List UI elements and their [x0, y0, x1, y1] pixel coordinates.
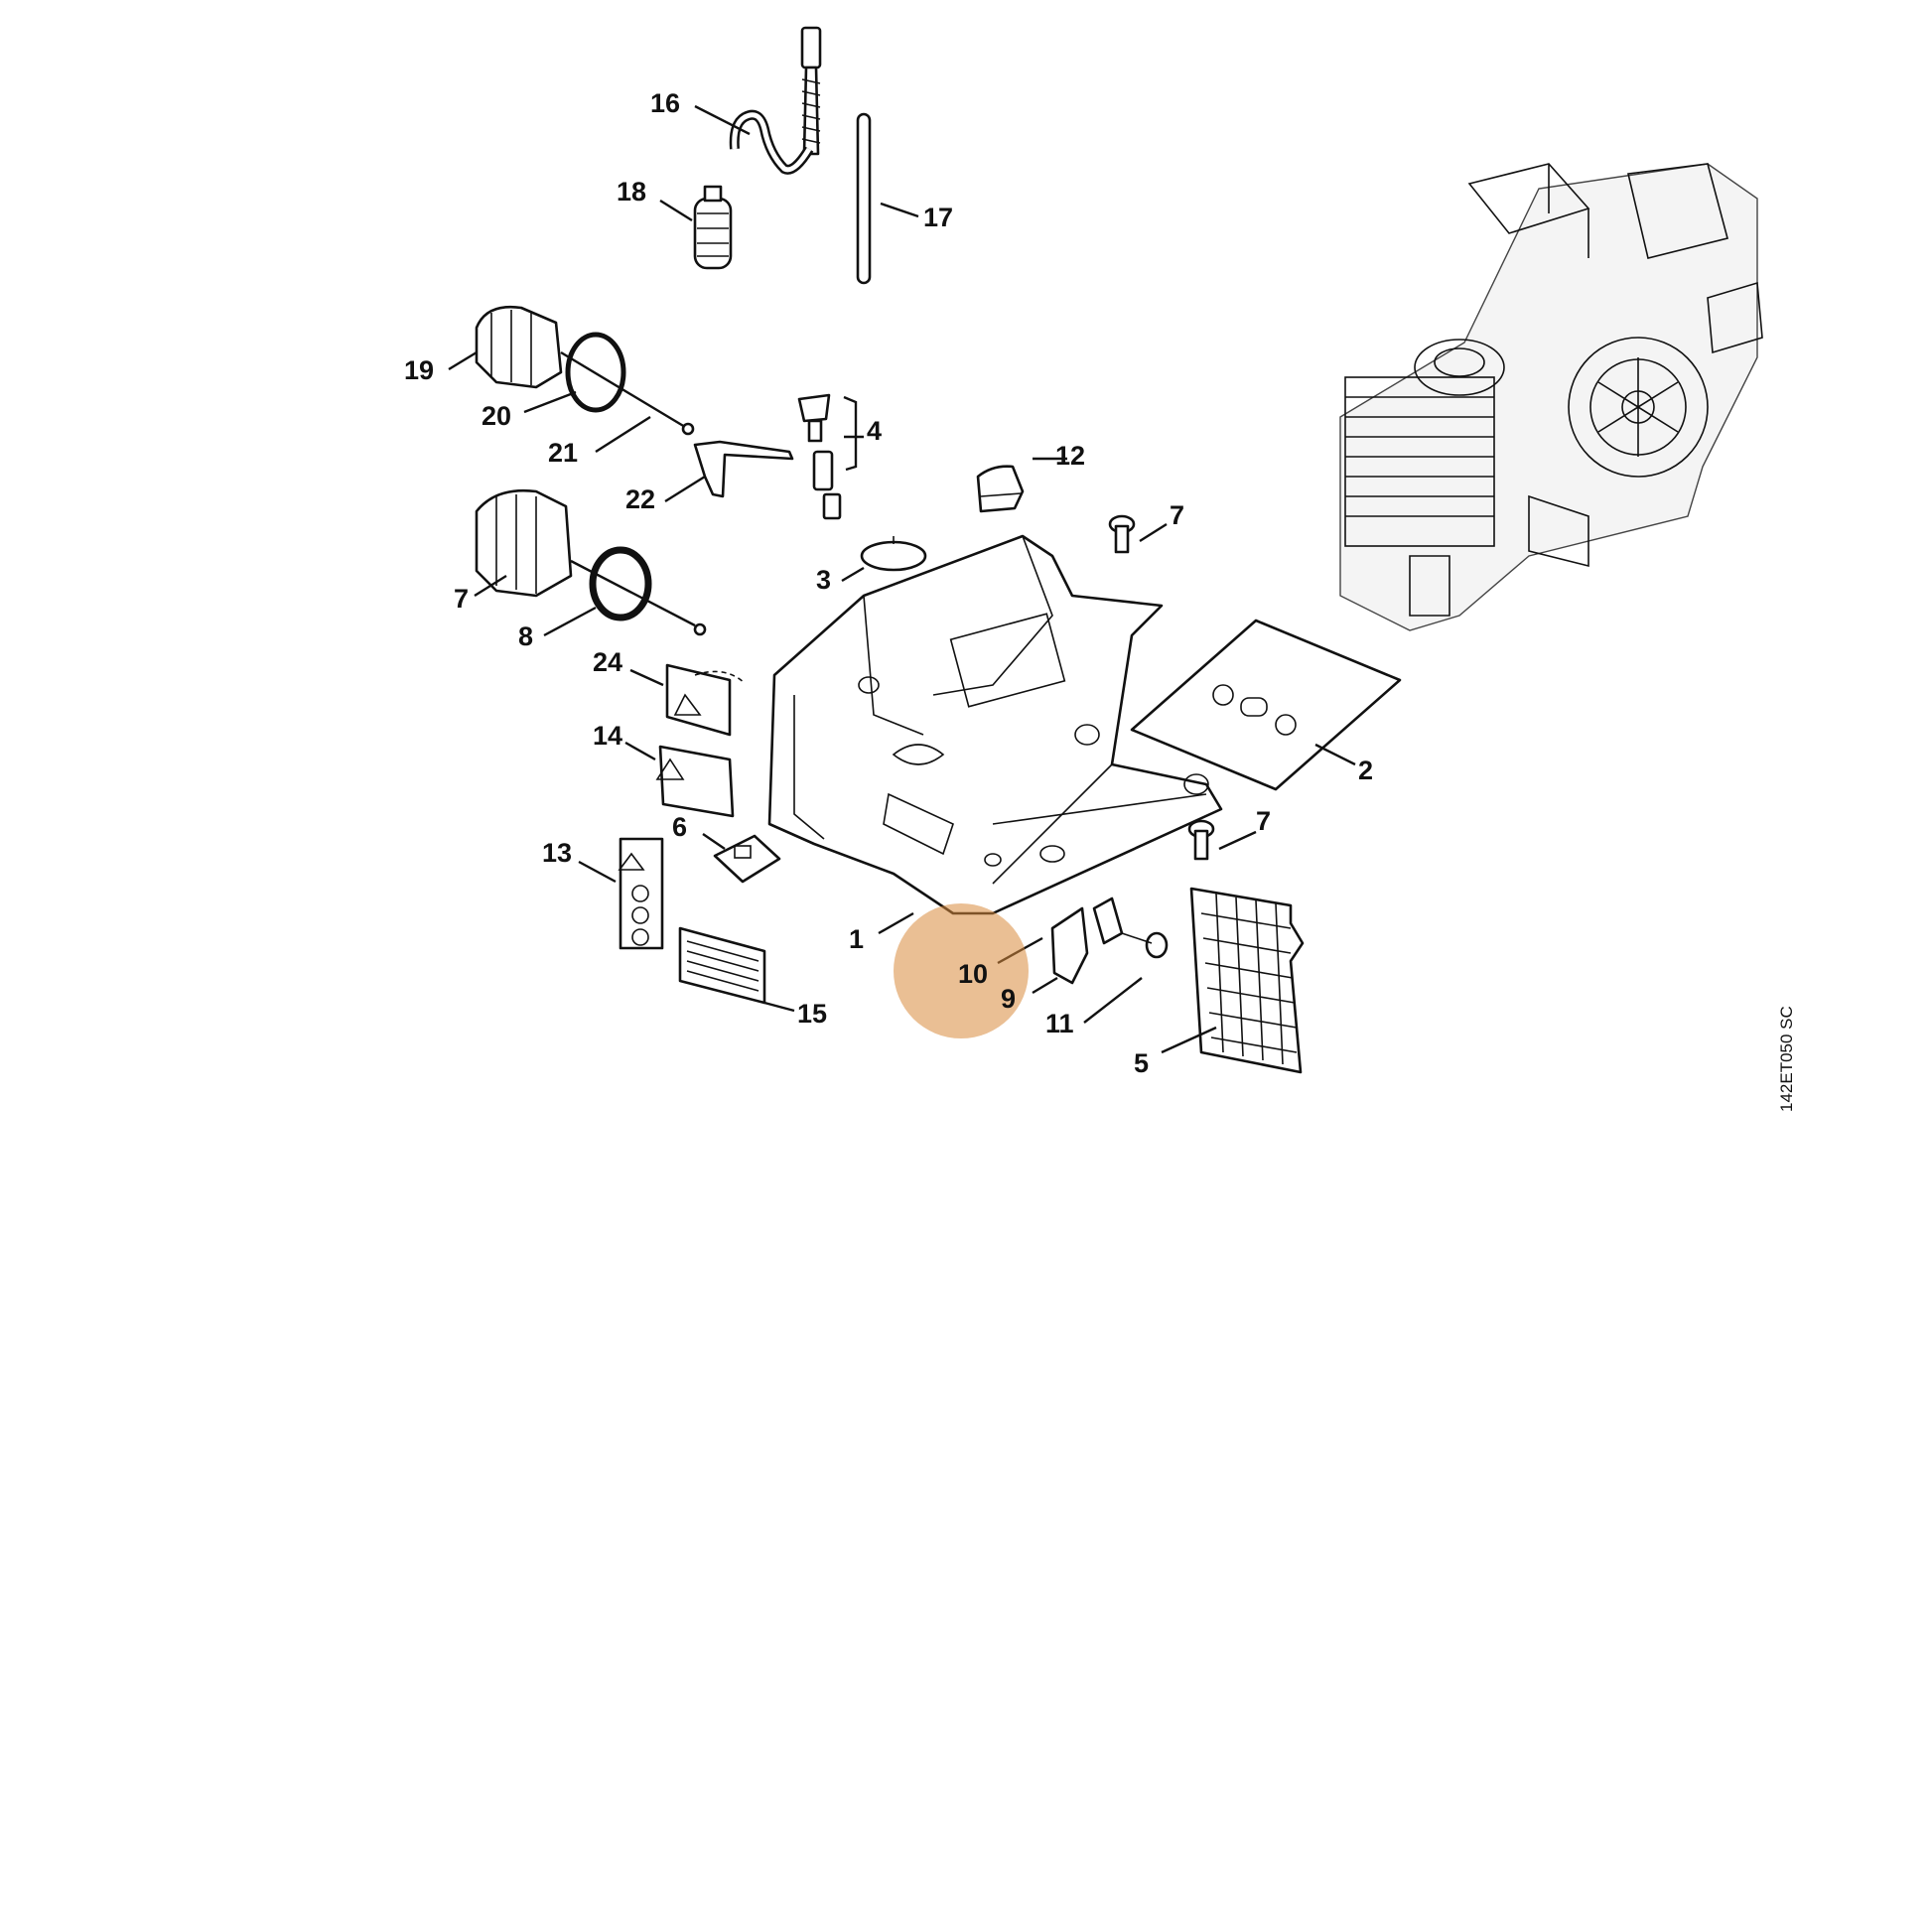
- diagram-reference-code: 142ET050 SC: [1777, 1006, 1796, 1112]
- callout-10: 9: [1001, 984, 1016, 1014]
- oil-tank-housing: [767, 534, 1223, 915]
- pickup-assembly: [797, 393, 858, 520]
- callout-22: 21: [548, 438, 578, 468]
- valve-part: [860, 536, 927, 572]
- callout-13: 12: [1055, 441, 1085, 471]
- callout-11: 10: [958, 959, 988, 989]
- callout-19: 18: [617, 177, 646, 207]
- o-ring: [589, 546, 652, 621]
- callout-labels: 16 17 18 19 20 21 22 4 12 7 3 7 8 24 14 …: [404, 88, 1373, 1078]
- cap: [976, 465, 1025, 513]
- lever-23: [693, 440, 794, 498]
- warning-label-14: [618, 837, 664, 950]
- callout-7-lower: 7: [1256, 806, 1271, 836]
- callout-21: 20: [482, 401, 511, 431]
- callout-18: 17: [923, 203, 953, 232]
- callout-16: 15: [797, 999, 827, 1029]
- warning-label-24: [665, 663, 746, 737]
- oil-filter-19: [693, 185, 733, 270]
- screw-small: [1121, 931, 1169, 959]
- callout-15: 14: [593, 721, 622, 751]
- highlight-marker: [894, 903, 1029, 1038]
- vent-label-16: [678, 926, 766, 1005]
- callout-6: 6: [672, 812, 687, 842]
- callout-12: 11: [1045, 1009, 1074, 1038]
- engine-illustration: [1339, 163, 1763, 631]
- warning-label-15: [655, 745, 735, 818]
- oil-pump: [475, 488, 707, 636]
- callout-7-upper: 7: [1170, 500, 1184, 530]
- callout-9: 8: [518, 621, 533, 651]
- screw-lower: [1187, 819, 1215, 861]
- callout-17: 16: [650, 88, 680, 118]
- bracket: [1050, 897, 1124, 985]
- callout-8: 7: [454, 584, 469, 614]
- callout-4: 4: [867, 416, 882, 446]
- leader-lines: [448, 104, 1356, 1054]
- callout-23: 22: [625, 484, 655, 514]
- rod-18: [856, 112, 872, 285]
- callout-20: 19: [404, 355, 434, 385]
- nut: [713, 834, 781, 884]
- ring-21: [565, 332, 626, 413]
- callout-1: 1: [849, 924, 864, 954]
- oil-hose: [729, 26, 822, 175]
- filter-screen: [1189, 887, 1305, 1074]
- gasket: [1130, 619, 1402, 791]
- callout-3: 3: [816, 565, 831, 595]
- callout-2: 2: [1358, 756, 1373, 785]
- callout-14: 13: [542, 838, 572, 868]
- callout-24: 24: [593, 647, 622, 677]
- screw-upper: [1108, 514, 1136, 554]
- callout-5: 5: [1134, 1048, 1149, 1078]
